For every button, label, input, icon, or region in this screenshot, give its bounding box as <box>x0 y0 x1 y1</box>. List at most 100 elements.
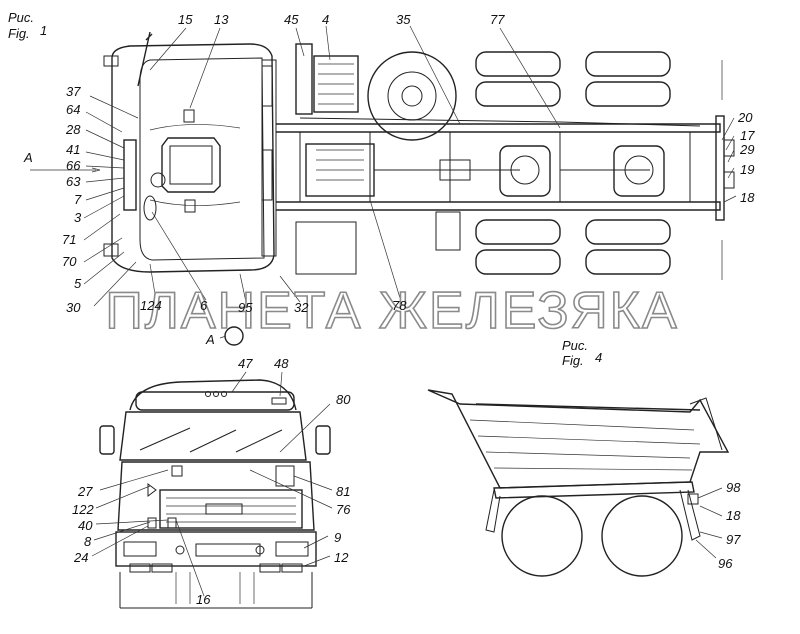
callout-12: 12 <box>334 550 349 565</box>
dump-body <box>427 389 730 489</box>
callout-28: 28 <box>65 122 81 137</box>
frame-rail-upper <box>276 123 721 133</box>
callout-45: 45 <box>284 12 299 27</box>
callout-41: 41 <box>66 142 80 157</box>
callout-8: 8 <box>84 534 92 549</box>
rear-lamp-lower <box>723 171 735 189</box>
fig1-ru: Рис. <box>8 10 34 25</box>
cab-outline <box>111 43 275 273</box>
cab-roof-panel <box>139 57 265 261</box>
callout-29: 29 <box>739 142 754 157</box>
lamp-98 <box>687 493 699 505</box>
gearbox-detail <box>316 149 364 181</box>
callout-77: 77 <box>490 12 505 27</box>
spare-wheel-center <box>401 85 423 107</box>
axle-diff-rear <box>624 155 654 185</box>
roof-lamp-13 <box>183 109 195 123</box>
rear-lamp-upper <box>723 139 735 157</box>
cab-rear-detail-a <box>261 65 273 107</box>
view-arrow-label: A <box>23 150 33 165</box>
callout-37: 37 <box>66 84 81 99</box>
dump-chassis-rail <box>493 481 695 499</box>
callout-81: 81 <box>336 484 350 499</box>
callout-122: 122 <box>72 502 94 517</box>
callout-96: 96 <box>718 556 733 571</box>
callout-7: 7 <box>74 192 82 207</box>
callout-17: 17 <box>740 128 755 143</box>
mudflap-rear <box>679 489 701 541</box>
callout-98: 98 <box>726 480 741 495</box>
fig4-en: Fig. <box>562 353 584 368</box>
callout-63: 63 <box>66 174 81 189</box>
fuel-tank <box>295 221 357 275</box>
roof-lamp-48 <box>271 397 287 405</box>
lamp-40 <box>167 517 177 529</box>
marker-lamp-6 <box>150 172 166 188</box>
headlamp-right <box>275 541 309 557</box>
callout-124: 124 <box>140 298 162 313</box>
battery-box-4 <box>313 55 359 113</box>
callout-30: 30 <box>66 300 81 315</box>
windshield <box>119 411 307 461</box>
kamaz-logo <box>147 483 157 497</box>
callout-18-dump: 18 <box>726 508 741 523</box>
diff-case <box>439 159 471 181</box>
grille-bars <box>166 497 296 523</box>
callout-70: 70 <box>62 254 77 269</box>
front-view <box>91 371 333 609</box>
fig1-num: 1 <box>40 23 47 38</box>
axle-diff-front <box>510 155 540 185</box>
roof-lines <box>149 124 241 206</box>
spare-wheel-hub <box>387 71 437 121</box>
frame-rail-lower <box>276 201 721 211</box>
fig4-num: 4 <box>595 350 602 365</box>
callout-6: 6 <box>200 298 208 313</box>
dump-wheel-rear <box>601 495 683 577</box>
front-cab-roof <box>129 379 297 411</box>
antenna <box>137 31 153 87</box>
front-lower-details <box>175 572 255 604</box>
callout-64: 64 <box>66 102 80 117</box>
wipers <box>139 427 283 453</box>
callout-19: 19 <box>740 162 754 177</box>
callout-32: 32 <box>294 300 309 315</box>
front-lower-frame <box>119 572 313 609</box>
view-a-leader <box>219 335 227 339</box>
dump-body-front-guard <box>689 397 723 451</box>
rear-wheels-top <box>475 51 671 275</box>
tool-box <box>435 211 461 251</box>
dump-wheel-front <box>501 495 583 577</box>
mirror-front-left <box>99 425 115 455</box>
callout-24: 24 <box>73 550 88 565</box>
spare-wheel <box>367 51 457 141</box>
grille <box>159 489 303 529</box>
callout-4: 4 <box>322 12 329 27</box>
dump-body-ribs <box>469 419 701 471</box>
callout-5: 5 <box>74 276 82 291</box>
battery-ribs <box>318 63 354 105</box>
wiring-harness <box>299 117 701 127</box>
fig1-en: Fig. <box>8 26 30 41</box>
headlamp-left <box>123 541 157 557</box>
axle-housing-rear <box>613 145 665 197</box>
front-cab-body <box>117 461 315 531</box>
callout-76: 76 <box>336 502 351 517</box>
callout-40: 40 <box>78 518 93 533</box>
roof-hatch-inner <box>169 145 213 185</box>
battery-mount-45 <box>295 43 313 115</box>
callout-80: 80 <box>336 392 351 407</box>
leader-lines-dump <box>695 487 723 559</box>
mudflap-front <box>485 489 501 533</box>
callout-15: 15 <box>178 12 193 27</box>
callout-97: 97 <box>726 532 741 547</box>
plate-holder <box>195 543 261 557</box>
side-mirrors <box>103 55 119 257</box>
callout-95: 95 <box>238 300 253 315</box>
callout-35: 35 <box>396 12 411 27</box>
callout-16: 16 <box>196 592 211 607</box>
lamp-8 <box>147 517 157 529</box>
roof-lamp-lower <box>184 199 196 213</box>
leader-lines-front <box>91 371 333 597</box>
dump-body-top-edge <box>475 403 701 411</box>
